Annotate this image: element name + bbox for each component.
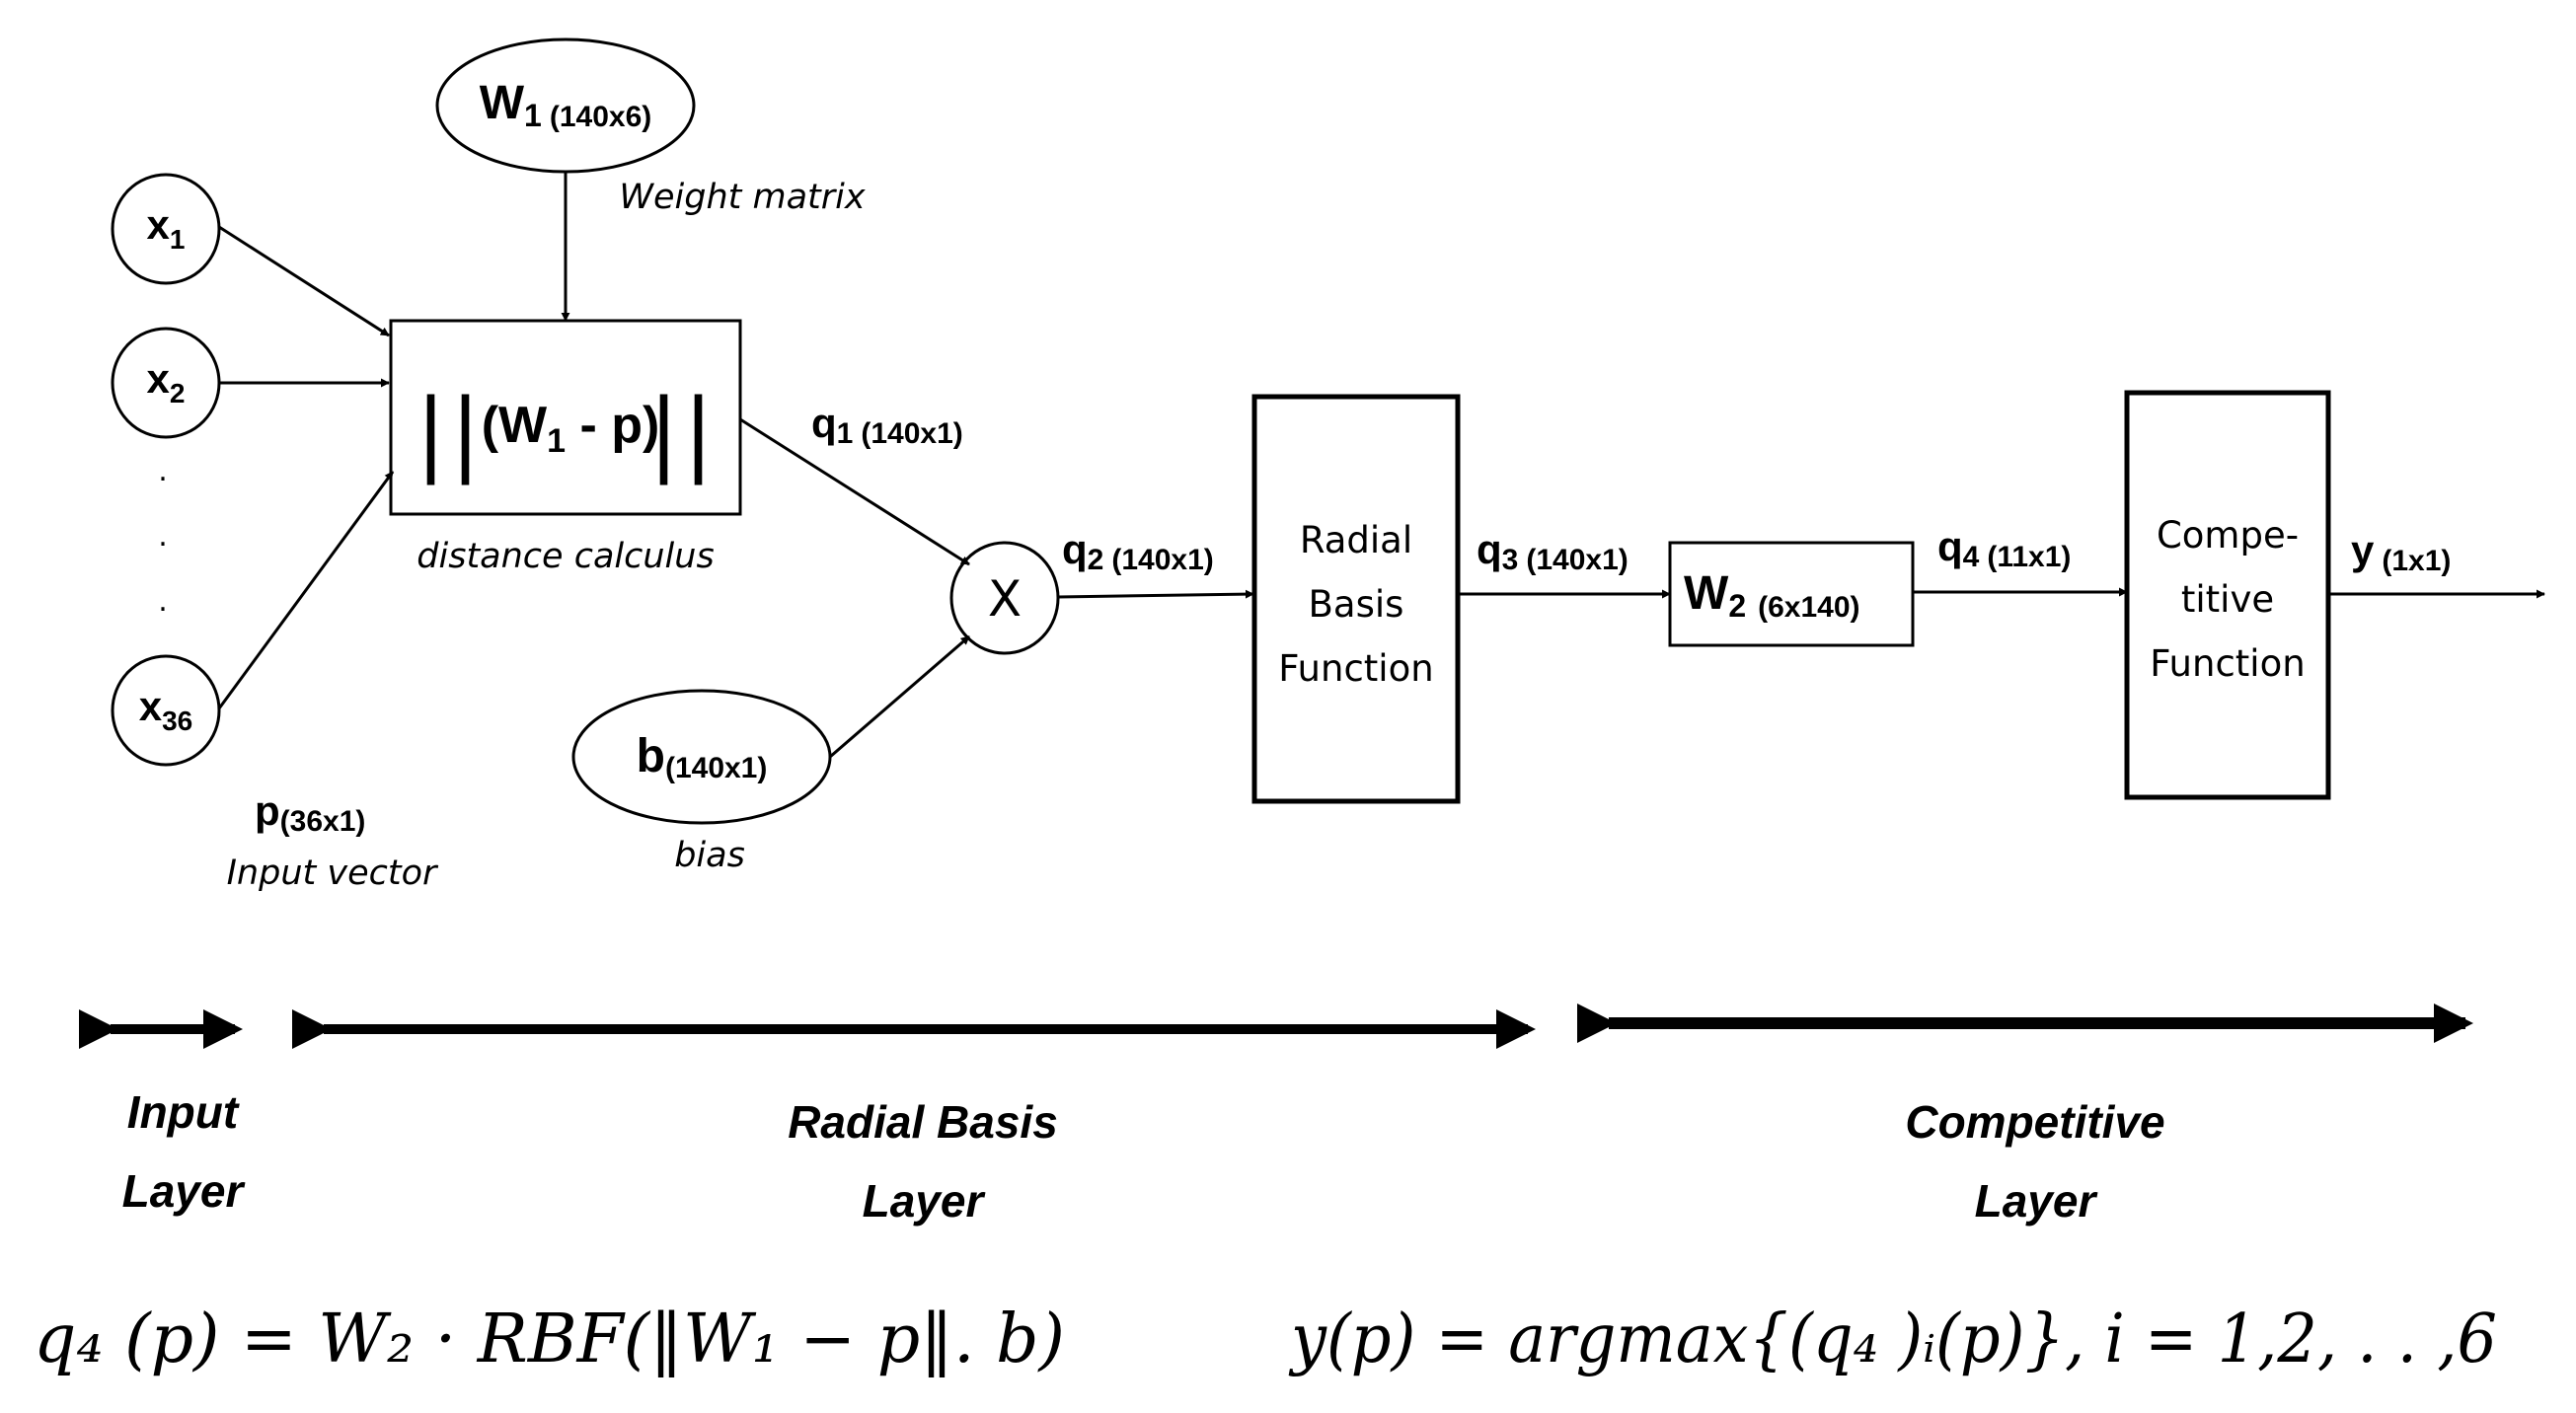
- competitive-layer-label-line1: Competitive: [1905, 1096, 2164, 1148]
- comp-box-line1: Compe-: [2157, 514, 2299, 557]
- rbf-layer-label-line2: Layer: [863, 1175, 986, 1227]
- signal-q4-label: q4(11x1): [1937, 523, 2071, 573]
- arrow-distance-to-multiply: [739, 417, 970, 566]
- input-node-x1-label: x1: [147, 201, 186, 255]
- comp-box-line2: titive: [2181, 578, 2274, 621]
- input-node-x1: [111, 173, 221, 285]
- arrow-bias-to-multiply: [829, 634, 970, 759]
- input-layer-label-line1: Input: [127, 1086, 240, 1138]
- weight-matrix-caption: Weight matrix: [619, 178, 865, 217]
- w2-label: W2(6x140): [1684, 567, 1860, 624]
- input-ellipsis-dot-2: .: [158, 519, 168, 554]
- rbf-box-line1: Radial: [1300, 519, 1412, 561]
- signal-q2-label: q2(140x1): [1062, 526, 1214, 576]
- radial-basis-function-box: [1251, 394, 1461, 804]
- input-ellipsis-dot-3: .: [158, 584, 168, 619]
- equation-y: y(p) = argmax{(q₄ )ᵢ(p)}, i = 1,2, . . ,…: [1288, 1301, 2497, 1378]
- distance-calculus-box: [389, 319, 742, 516]
- signal-q3-label: q3(140x1): [1477, 526, 1629, 576]
- input-vector-caption: Input vector: [227, 854, 439, 893]
- input-node-x36: [111, 654, 221, 767]
- multiply-node: [949, 541, 1060, 655]
- rbf-box-line3: Function: [1278, 647, 1433, 690]
- arrow-x36-to-distance: [217, 471, 395, 709]
- rbf-layer-label-line1: Radial Basis: [788, 1096, 1058, 1148]
- multiply-symbol: X: [988, 570, 1022, 628]
- input-ellipsis-dot-1: .: [158, 454, 168, 488]
- input-vector-label: p(36x1): [255, 787, 365, 838]
- input-node-x2-label: x2: [147, 355, 186, 409]
- distance-left-bars: ||: [416, 380, 485, 485]
- w2-weight-box: [1668, 541, 1915, 647]
- distance-formula: (W1 - p): [482, 397, 660, 460]
- competitive-layer-label-line2: Layer: [1975, 1175, 2098, 1227]
- input-layer-label-line2: Layer: [122, 1165, 246, 1217]
- equation-q4: q₄ (p) = W₂ · RBF(‖W₁ − p‖. b): [34, 1301, 1065, 1378]
- bias-label: b(140x1): [637, 730, 768, 784]
- arrow-x1-to-distance: [218, 225, 390, 337]
- weight-matrix-label: W1(140x6): [480, 77, 652, 133]
- distance-caption: distance calculus: [417, 537, 714, 576]
- comp-box-line3: Function: [2150, 642, 2305, 685]
- signal-q1-label: q1(140x1): [811, 400, 963, 450]
- rbf-box-line2: Basis: [1309, 583, 1404, 626]
- bias-caption: bias: [674, 836, 745, 875]
- distance-right-bars: ||: [648, 380, 718, 485]
- arrow-multiply-to-rbf: [1057, 589, 1254, 599]
- input-node-x36-label: x36: [139, 683, 193, 736]
- output-y-label: y(1x1): [2351, 527, 2451, 577]
